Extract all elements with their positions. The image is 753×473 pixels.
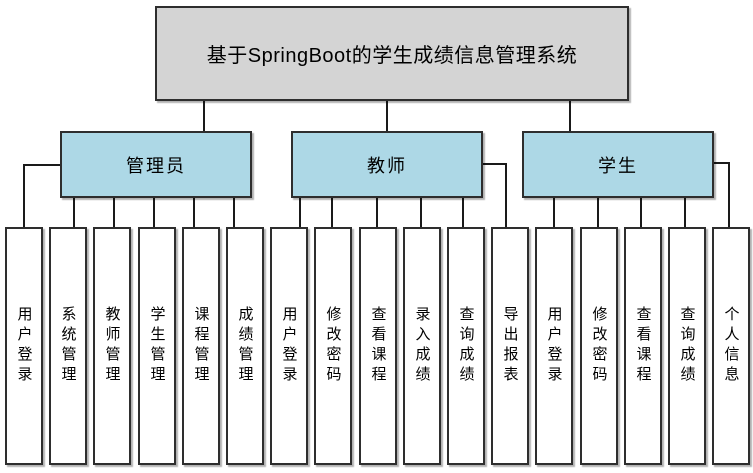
node-admin-grade-mgmt: 成绩管理 [226, 227, 264, 465]
connector-teacher-right-elbow [482, 163, 507, 227]
node-admin-system-mgmt: 系统管理 [49, 227, 87, 465]
leaf-label: 查询成绩 [678, 306, 696, 386]
node-admin-teacher-mgmt: 教师管理 [93, 227, 131, 465]
node-teacher-enter-grades: 录入成绩 [403, 227, 441, 465]
leaf-label: 查看课程 [634, 306, 652, 386]
leaf-label: 查看课程 [369, 306, 387, 386]
node-teacher-view-courses: 查看课程 [359, 227, 397, 465]
connector-teacher-drops [299, 198, 464, 227]
leaf-label: 导出报表 [501, 306, 519, 386]
connector-root-to-branches [203, 101, 571, 131]
node-admin-user-login: 用户登录 [5, 227, 43, 465]
leaf-label: 用户登录 [545, 306, 563, 386]
leaf-label: 用户登录 [280, 306, 298, 386]
node-admin-course-mgmt: 课程管理 [182, 227, 220, 465]
node-student-query-grades: 查询成绩 [668, 227, 706, 465]
node-branch-student: 学生 [522, 131, 714, 198]
node-student-change-password: 修改密码 [580, 227, 618, 465]
node-student-view-courses: 查看课程 [624, 227, 662, 465]
leaf-label: 成绩管理 [236, 306, 254, 386]
leaf-label: 教师管理 [103, 306, 121, 386]
leaf-label: 修改密码 [590, 306, 608, 386]
connector-admin-left-elbow [23, 164, 61, 227]
node-system-root: 基于SpringBoot的学生成绩信息管理系统 [155, 6, 629, 101]
connector-student-drops [553, 198, 686, 227]
leaf-label: 学生管理 [148, 306, 166, 386]
leaf-label: 用户登录 [15, 306, 33, 386]
leaf-label: 录入成绩 [413, 306, 431, 386]
node-branch-admin: 管理员 [60, 131, 252, 198]
leaf-label: 个人信息 [722, 306, 740, 386]
connector-student-right-elbow [713, 162, 730, 227]
node-teacher-query-grades: 查询成绩 [447, 227, 485, 465]
leaf-label: 修改密码 [324, 306, 342, 386]
node-student-personal-info: 个人信息 [712, 227, 750, 465]
node-student-user-login: 用户登录 [535, 227, 573, 465]
node-branch-teacher: 教师 [291, 131, 483, 198]
node-teacher-change-password: 修改密码 [314, 227, 352, 465]
node-teacher-export-report: 导出报表 [491, 227, 529, 465]
leaf-label: 系统管理 [59, 306, 77, 386]
node-admin-student-mgmt: 学生管理 [138, 227, 176, 465]
leaf-label: 课程管理 [192, 306, 210, 386]
leaf-label: 查询成绩 [457, 306, 475, 386]
node-teacher-user-login: 用户登录 [270, 227, 308, 465]
connector-admin-drops [73, 198, 235, 227]
